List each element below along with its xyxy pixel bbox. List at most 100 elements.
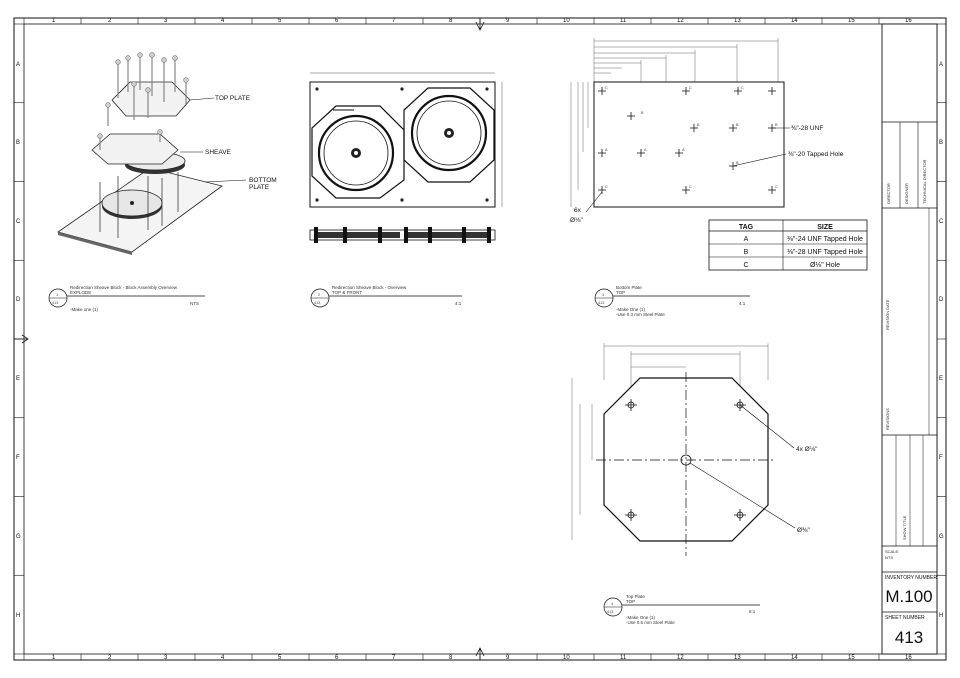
hole-table-frame [708,219,868,271]
inventory-value: M.100 [885,587,932,606]
right-octagon-outline [403,87,495,183]
view1-number: 1 [56,293,58,297]
center-dia-leader [689,462,796,529]
row-label: B [939,140,943,146]
grid-labels: 1 2 3 4 5 6 7 8 9 10 11 12 13 14 15 16 1… [16,18,944,661]
row-label: G [16,534,21,540]
col-label: 13 [734,655,741,661]
hole-table-cell: Ø⅛" Hole [810,262,840,269]
hole-tag: B [736,123,739,127]
view4-title: Top Plate [626,594,645,599]
row-label: F [939,455,943,461]
hole-tag: B [697,123,700,127]
col-label: 15 [848,655,855,661]
bottom-plate-outline [593,81,785,208]
col-label: 15 [848,18,855,24]
view2-corner-holes [315,87,489,202]
view3-bottom-plate: C C C B B B A A A B B C C C ⅜"-28 UNF ⅜"… [570,38,844,317]
col-label: 4 [221,18,225,24]
lower-sheave-hub [130,201,134,205]
right-sheave-inner [416,100,482,166]
row-label: G [939,534,944,540]
mid-octagon-plate [91,133,179,165]
col-label: 8 [449,655,453,661]
front-bolts [314,227,491,243]
col-label: 1 [52,18,56,24]
view4-note2: -Use 0.5 mm Steel Plate [626,620,675,625]
hole-table: TAG SIZE A ⅜"-24 UNF Tapped Hole B ⅜"-28… [708,219,868,271]
view4-subtitle: TOP [626,599,635,604]
view2-top-front: 2 413 Redirection Sheave Block - Overvie… [309,72,503,308]
right-sheave-outer [410,94,488,172]
callout-unf28: ⅜"-28 UNF [791,125,823,132]
revisions-label: REVISIONS [885,408,890,430]
view4-note1: -Make One (1) [626,615,656,620]
director-label: DIRECTOR [886,183,891,204]
left-octagon-outline [311,105,405,199]
view2-sheet: 413 [314,301,320,305]
show-title-label: SHOW TITLE [902,515,907,540]
view3-note1: -Make One (1) [616,307,646,312]
callout-center-dia: Ø⅜" [797,527,810,534]
row-label: C [939,219,944,225]
view3-note2: -Use 0.3 mm Steel Plate [616,312,665,317]
row-label: E [16,376,20,382]
hole-tag: A [605,148,608,152]
view1-note: -Make one (1) [70,307,99,312]
view1-sheet: 413 [52,301,58,305]
revision-date-label: REVISION DATE [885,299,890,330]
view2-title: Redirection Sheave Block - Overview [332,285,407,290]
row-label: E [939,376,943,382]
view1-exploded-assembly: TOP PLATE SHEAVE BOTTOM PLATE 1 413 Redi… [48,52,277,312]
col-label: 10 [563,18,570,24]
view3-dimension-lines [570,38,779,207]
front-left-sheave [318,232,400,238]
sheet-value: 413 [895,628,923,647]
title-block: DIRECTOR DESIGNER TECHNICAL DIRECTOR REV… [881,23,938,655]
col-label: 9 [506,655,510,661]
hole-tag: C [605,86,608,90]
hole-table-cell: B [744,249,749,256]
lower-bolts [99,172,179,238]
callout-4x: 4x Ø⅛" [796,446,818,453]
hole-tag: B [736,161,739,165]
grid-reference-ticks [14,18,946,660]
col-label: 16 [905,655,912,661]
hole-tag: A [644,148,647,152]
hole-table-header-tag: TAG [739,224,754,231]
bottom-plate-edge [58,232,132,255]
bottom-plate-leader [204,179,247,183]
hole-tag: C [605,185,608,189]
view2-scale: 4:1 [455,301,462,306]
row-label: C [16,219,21,225]
hole-tag: A [682,148,685,152]
view4-top-plate: 4x Ø⅛" Ø⅜" 4 413 Top Plate TOP 8:1 -Make… [571,343,818,625]
hole-table-cell: ⅜"-24 UNF Tapped Hole [787,236,863,243]
col-label: 16 [905,18,912,24]
row-label: D [16,297,21,303]
view3-subtitle: TOP [616,290,625,295]
callout-6x-dia: Ø⅛" [570,217,583,224]
row-label: A [16,62,20,68]
hole-table-cell: A [744,236,749,243]
top-plate-octagon [603,377,769,542]
col-label: 12 [677,18,684,24]
bolt-set [99,55,187,150]
col-label: 11 [620,655,627,661]
callout-top-plate: TOP PLATE [215,95,251,102]
hole-tag: C [689,86,692,90]
view1-subtitle: EXPLODE [70,290,91,295]
col-label: 12 [677,655,684,661]
left-sheave-outer [317,114,395,192]
view3-sheet: 413 [598,301,604,305]
col-label: 3 [164,18,168,24]
left-center-mark [14,334,29,344]
hole-table-cell: C [743,262,748,269]
view1-scale: NTS [190,301,199,306]
view4-sheet: 413 [607,610,613,614]
col-label: 6 [335,655,339,661]
hole-tag: B [775,123,778,127]
hole-tag: B [641,111,644,115]
col-label: 8 [449,18,453,24]
